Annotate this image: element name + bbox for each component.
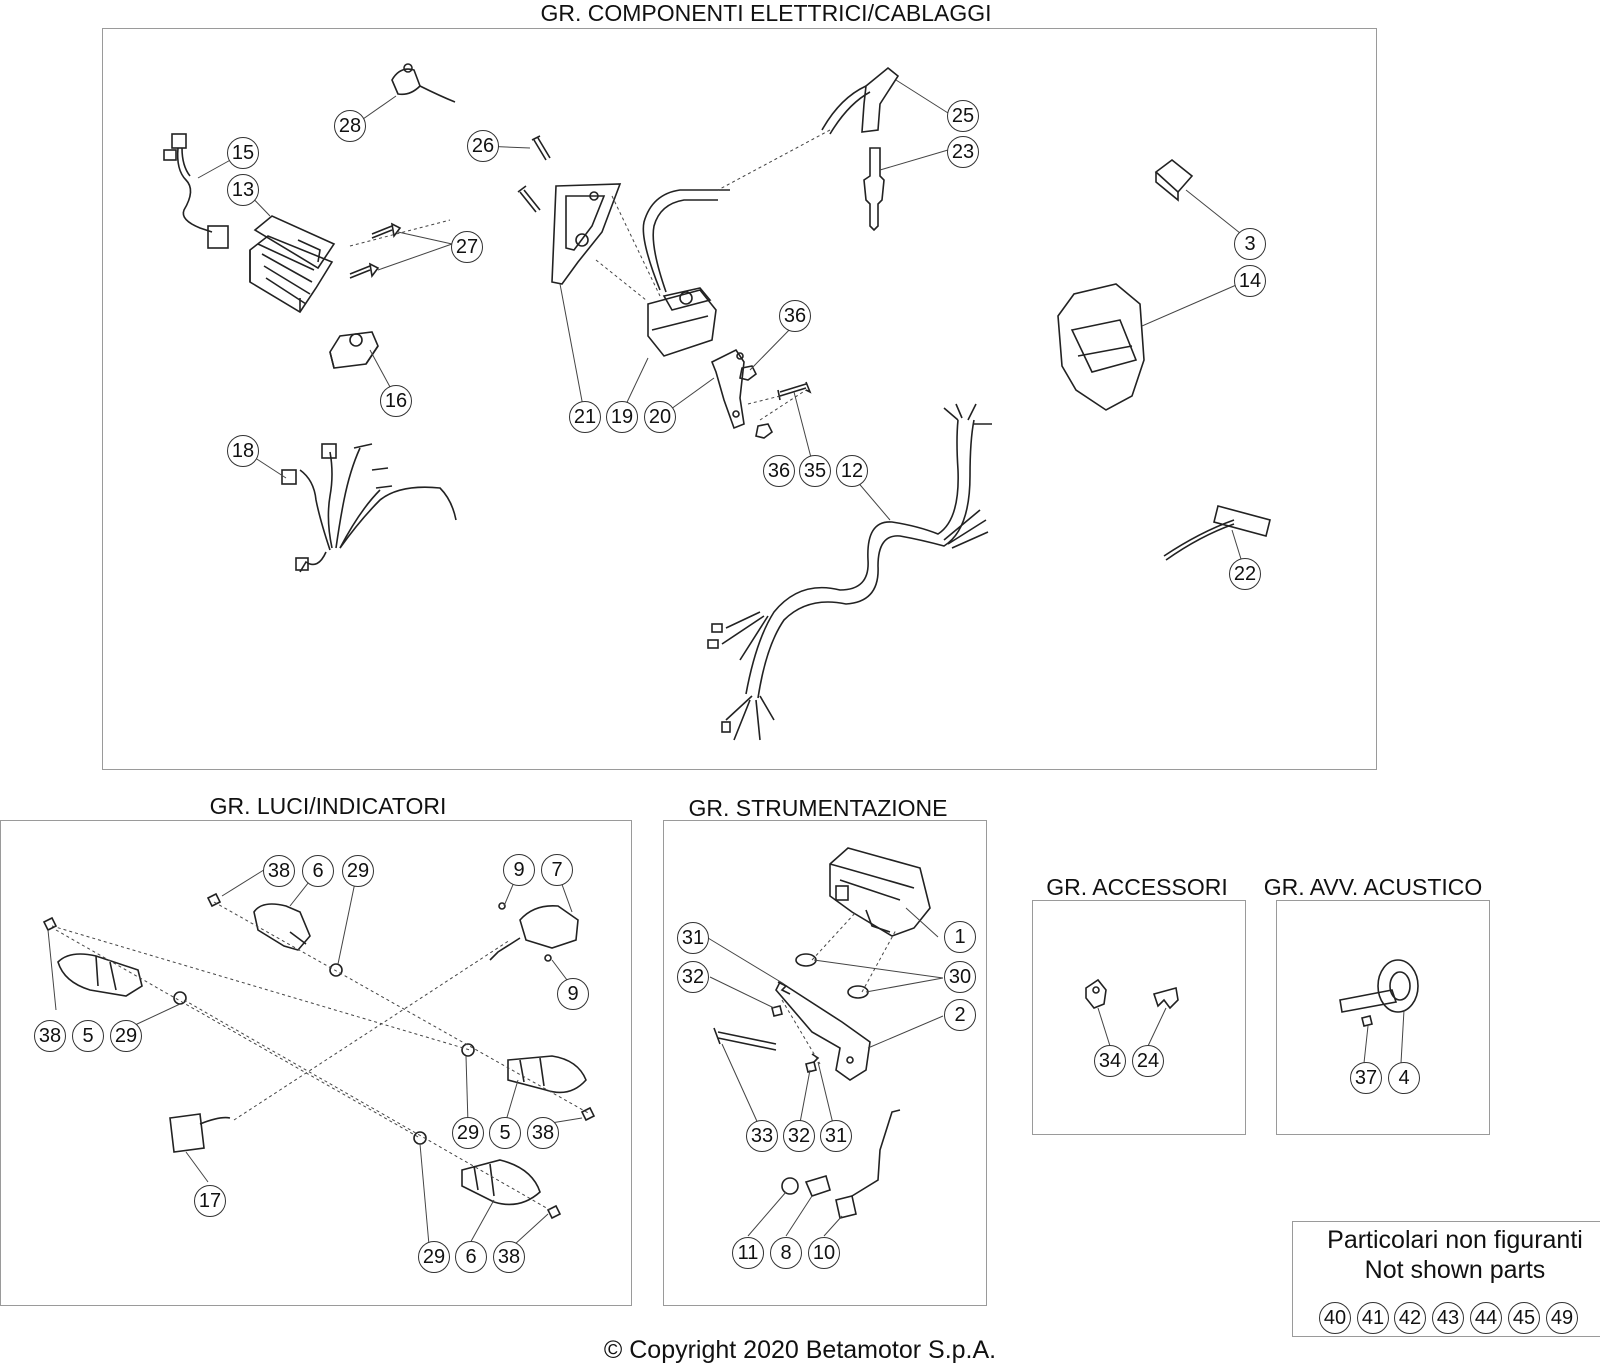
- part-35-pin: [777, 381, 812, 401]
- part-23-plug: [863, 147, 885, 232]
- part-21-bracket: [551, 183, 622, 285]
- not-shown-title-en: Not shown parts: [1364, 1256, 1546, 1284]
- callout-42: 42: [1394, 1302, 1426, 1334]
- callout-15: 15: [227, 137, 259, 169]
- callout-41: 41: [1357, 1302, 1389, 1334]
- callout-31-lower: 31: [820, 1120, 852, 1152]
- group-title-instruments: GR. STRUMENTAZIONE: [688, 795, 948, 821]
- callout-4: 4: [1388, 1062, 1420, 1094]
- callout-38-upper: 38: [263, 855, 295, 887]
- callout-34: 34: [1094, 1045, 1126, 1077]
- callout-24: 24: [1132, 1045, 1164, 1077]
- part-13-regulator: [249, 215, 336, 314]
- callout-22: 22: [1229, 558, 1261, 590]
- callout-29-left: 29: [110, 1020, 142, 1052]
- callout-28: 28: [334, 110, 366, 142]
- callout-23: 23: [947, 136, 979, 168]
- callout-45: 45: [1508, 1302, 1540, 1334]
- part-3-relay: [1154, 158, 1194, 202]
- callout-14: 14: [1234, 265, 1266, 297]
- callout-2: 2: [944, 999, 976, 1031]
- part-15-harness: [163, 133, 229, 249]
- callout-13: 13: [227, 174, 259, 206]
- callout-1: 1: [944, 921, 976, 953]
- callout-43: 43: [1432, 1302, 1464, 1334]
- part-18-harness: [281, 443, 457, 573]
- part-14-ecu: [1057, 283, 1145, 411]
- callout-36-bottom: 36: [763, 455, 795, 487]
- callout-3: 3: [1234, 228, 1266, 260]
- callout-17: 17: [194, 1185, 226, 1217]
- callout-5-left: 5: [72, 1020, 104, 1052]
- panel-accessories: [1032, 900, 1246, 1135]
- callout-19: 19: [606, 401, 638, 433]
- part-20-bracket: [710, 348, 745, 430]
- part-22-sensor: [1163, 505, 1271, 561]
- group-title-accessories: GR. ACCESSORI: [1046, 874, 1228, 900]
- callout-38-lower: 38: [493, 1241, 525, 1273]
- part-16-switch: [329, 331, 379, 369]
- callout-21: 21: [569, 401, 601, 433]
- callout-25: 25: [947, 100, 979, 132]
- group-title-lights: GR. LUCI/INDICATORI: [209, 793, 447, 819]
- part-25-cap: [821, 66, 900, 135]
- callout-12: 12: [836, 455, 868, 487]
- callout-5-right: 5: [489, 1117, 521, 1149]
- part-19-coil: [642, 189, 730, 357]
- callout-38-right: 38: [527, 1117, 559, 1149]
- not-shown-list: 40 41 42 43 44 45 49: [1293, 1298, 1600, 1334]
- callout-26: 26: [467, 130, 499, 162]
- callout-11: 11: [732, 1237, 764, 1269]
- group-title-electrical: GR. COMPONENTI ELETTRICI/CABLAGGI: [540, 0, 992, 26]
- callout-7: 7: [541, 854, 573, 886]
- part-12-harness: [707, 403, 992, 741]
- callout-38-left: 38: [34, 1020, 66, 1052]
- callout-8: 8: [770, 1237, 802, 1269]
- callout-35: 35: [799, 455, 831, 487]
- part-28-switch: [391, 63, 456, 103]
- callout-30: 30: [944, 961, 976, 993]
- not-shown-title-it: Particolari non figuranti: [1327, 1226, 1583, 1254]
- callout-44: 44: [1470, 1302, 1502, 1334]
- callout-16: 16: [380, 385, 412, 417]
- callout-32-upper: 32: [677, 961, 709, 993]
- callout-49: 49: [1546, 1302, 1578, 1334]
- group-title-horn: GR. AVV. ACUSTICO: [1263, 874, 1483, 900]
- part-36-nuts: [739, 365, 774, 439]
- callout-37: 37: [1350, 1062, 1382, 1094]
- callout-9-lower: 9: [557, 978, 589, 1010]
- callout-20: 20: [644, 401, 676, 433]
- callout-31-upper: 31: [677, 922, 709, 954]
- copyright-notice: © Copyright 2020 Betamotor S.p.A.: [603, 1336, 997, 1364]
- callout-36-top: 36: [779, 300, 811, 332]
- callout-10: 10: [808, 1237, 840, 1269]
- part-27-screws: [349, 222, 402, 279]
- panel-horn: [1276, 900, 1490, 1135]
- not-shown-parts-box: Particolari non figuranti Not shown part…: [1292, 1221, 1600, 1337]
- callout-6-lower: 6: [455, 1241, 487, 1273]
- callout-29-lower: 29: [418, 1241, 450, 1273]
- callout-29-right: 29: [452, 1117, 484, 1149]
- callout-32-lower: 32: [783, 1120, 815, 1152]
- callout-33: 33: [746, 1120, 778, 1152]
- callout-6-upper: 6: [302, 855, 334, 887]
- panel-instruments: [663, 820, 987, 1306]
- callout-9-upper: 9: [503, 854, 535, 886]
- callout-18: 18: [227, 435, 259, 467]
- panel-lights: [0, 820, 632, 1306]
- part-26-bolts: [517, 135, 551, 213]
- callout-27: 27: [451, 231, 483, 263]
- callout-29-upper: 29: [342, 855, 374, 887]
- callout-40: 40: [1319, 1302, 1351, 1334]
